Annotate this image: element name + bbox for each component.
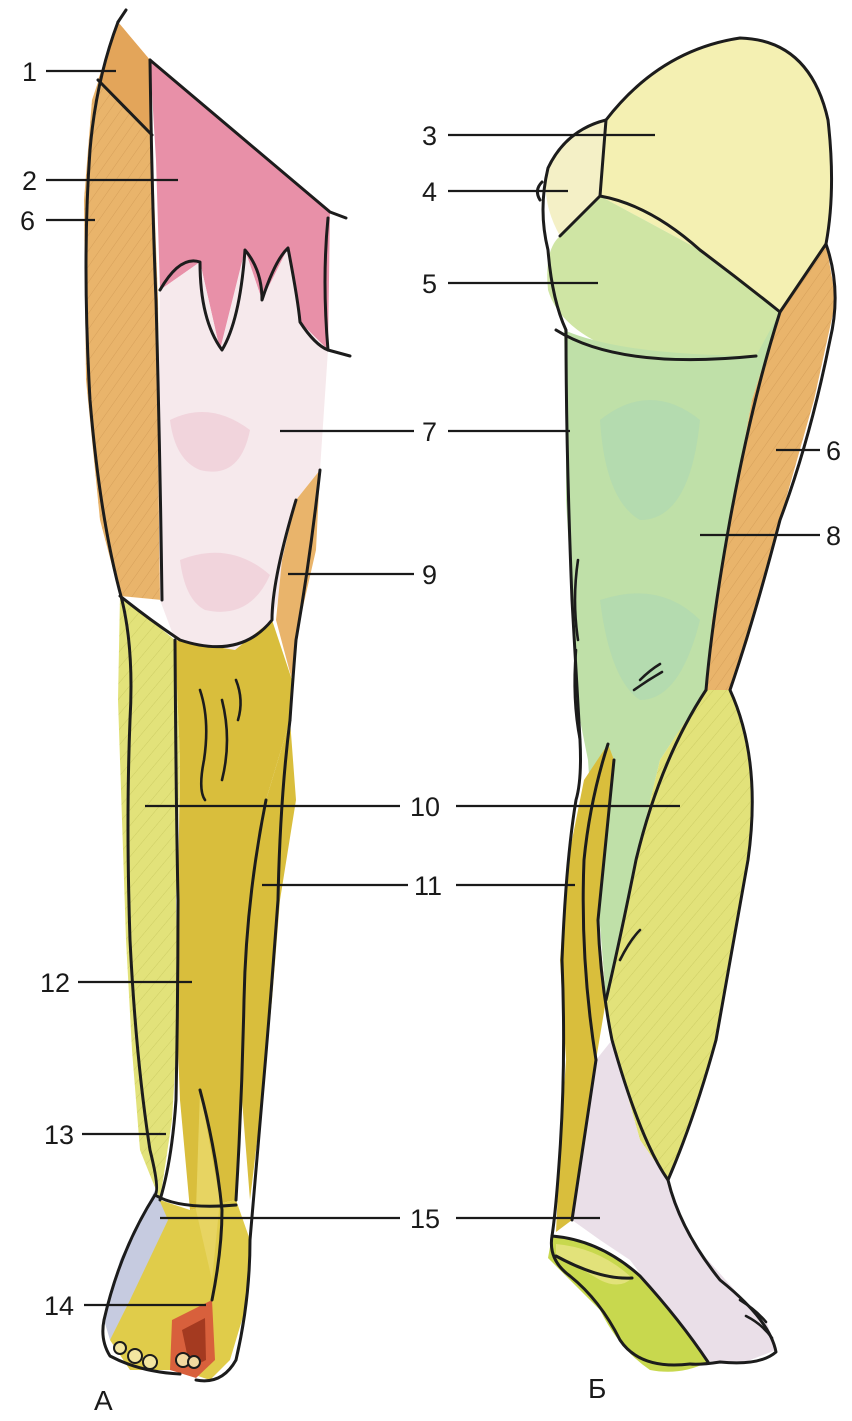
callout-14: 14 — [44, 1291, 74, 1321]
leg-posterior-view — [537, 38, 836, 1372]
view-label-b: Б — [588, 1373, 606, 1404]
callout-1: 1 — [22, 57, 37, 87]
callout-9: 9 — [422, 560, 437, 590]
callout-8: 8 — [826, 521, 841, 551]
callout-4: 4 — [422, 177, 437, 207]
callout-11: 11 — [414, 871, 442, 901]
callout-3: 3 — [422, 121, 437, 151]
leg-anterior-view — [84, 10, 350, 1381]
callout-5: 5 — [422, 269, 437, 299]
callout-6-left: 6 — [20, 206, 35, 236]
callout-6-right: 6 — [826, 436, 841, 466]
callout-2: 2 — [22, 166, 37, 196]
callout-7: 7 — [422, 417, 437, 447]
callout-12: 12 — [40, 968, 70, 998]
view-label-a: А — [94, 1385, 113, 1416]
callout-13: 13 — [44, 1120, 74, 1150]
callout-15: 15 — [410, 1204, 440, 1234]
callout-10: 10 — [410, 792, 440, 822]
